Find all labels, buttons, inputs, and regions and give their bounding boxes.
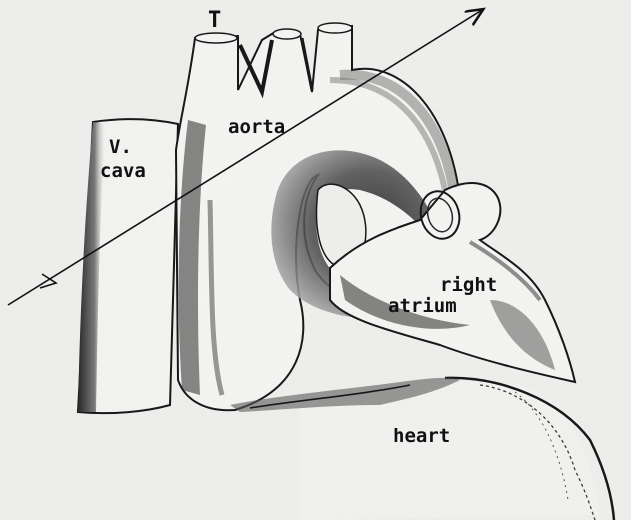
label-heart: heart bbox=[393, 426, 450, 446]
label-t-marker: T bbox=[208, 11, 221, 31]
label-v-cava-line1: V. bbox=[109, 137, 132, 157]
label-right-atrium-line2: atrium bbox=[388, 296, 457, 316]
label-aorta: aorta bbox=[228, 117, 285, 137]
label-right-atrium-line1: right bbox=[440, 275, 497, 295]
label-v-cava-line2: cava bbox=[100, 161, 146, 181]
